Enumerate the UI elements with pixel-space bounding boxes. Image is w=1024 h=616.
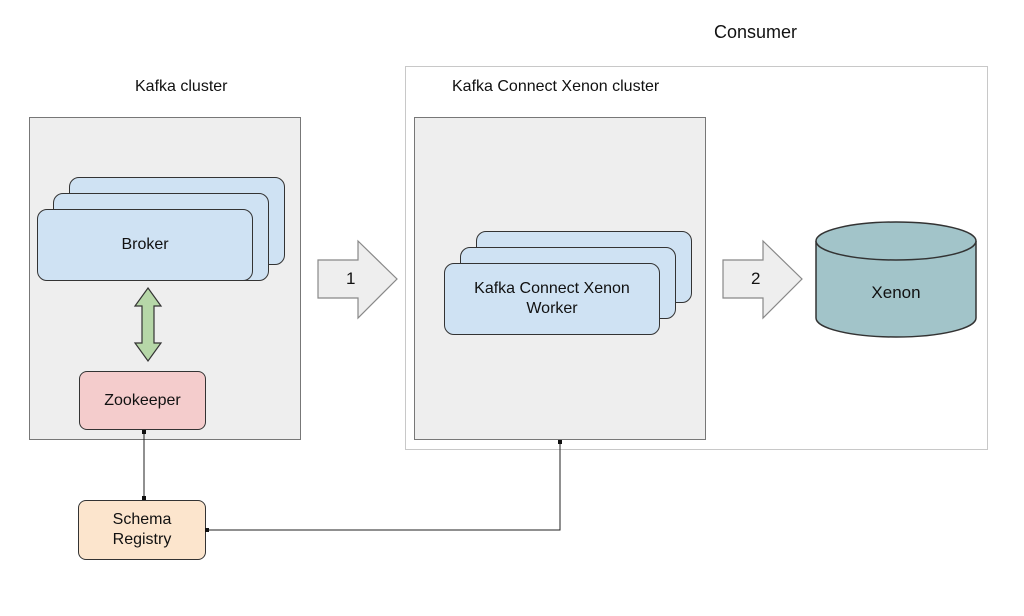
flow-arrow-1 <box>317 239 398 320</box>
zookeeper-label: Zookeeper <box>104 391 181 409</box>
worker-card: Kafka Connect Xenon Worker <box>444 263 660 335</box>
schema-registry-box: Schema Registry <box>78 500 206 560</box>
xenon-label: Xenon <box>871 283 921 302</box>
kafka-cluster-title: Kafka cluster <box>135 78 228 95</box>
broker-card: Broker <box>37 209 253 281</box>
zookeeper-box: Zookeeper <box>79 371 206 430</box>
connect-schema-connector <box>208 442 561 531</box>
connect-cluster-title: Kafka Connect Xenon cluster <box>452 78 660 95</box>
broker-label: Broker <box>121 236 169 253</box>
flow-step-2-label: 2 <box>751 269 761 288</box>
flow-step-1-label: 1 <box>346 269 356 288</box>
consumer-title: Consumer <box>714 22 798 42</box>
schema-registry-label: Schema Registry <box>112 511 172 548</box>
worker-label: Kafka Connect Xenon Worker <box>474 280 630 317</box>
